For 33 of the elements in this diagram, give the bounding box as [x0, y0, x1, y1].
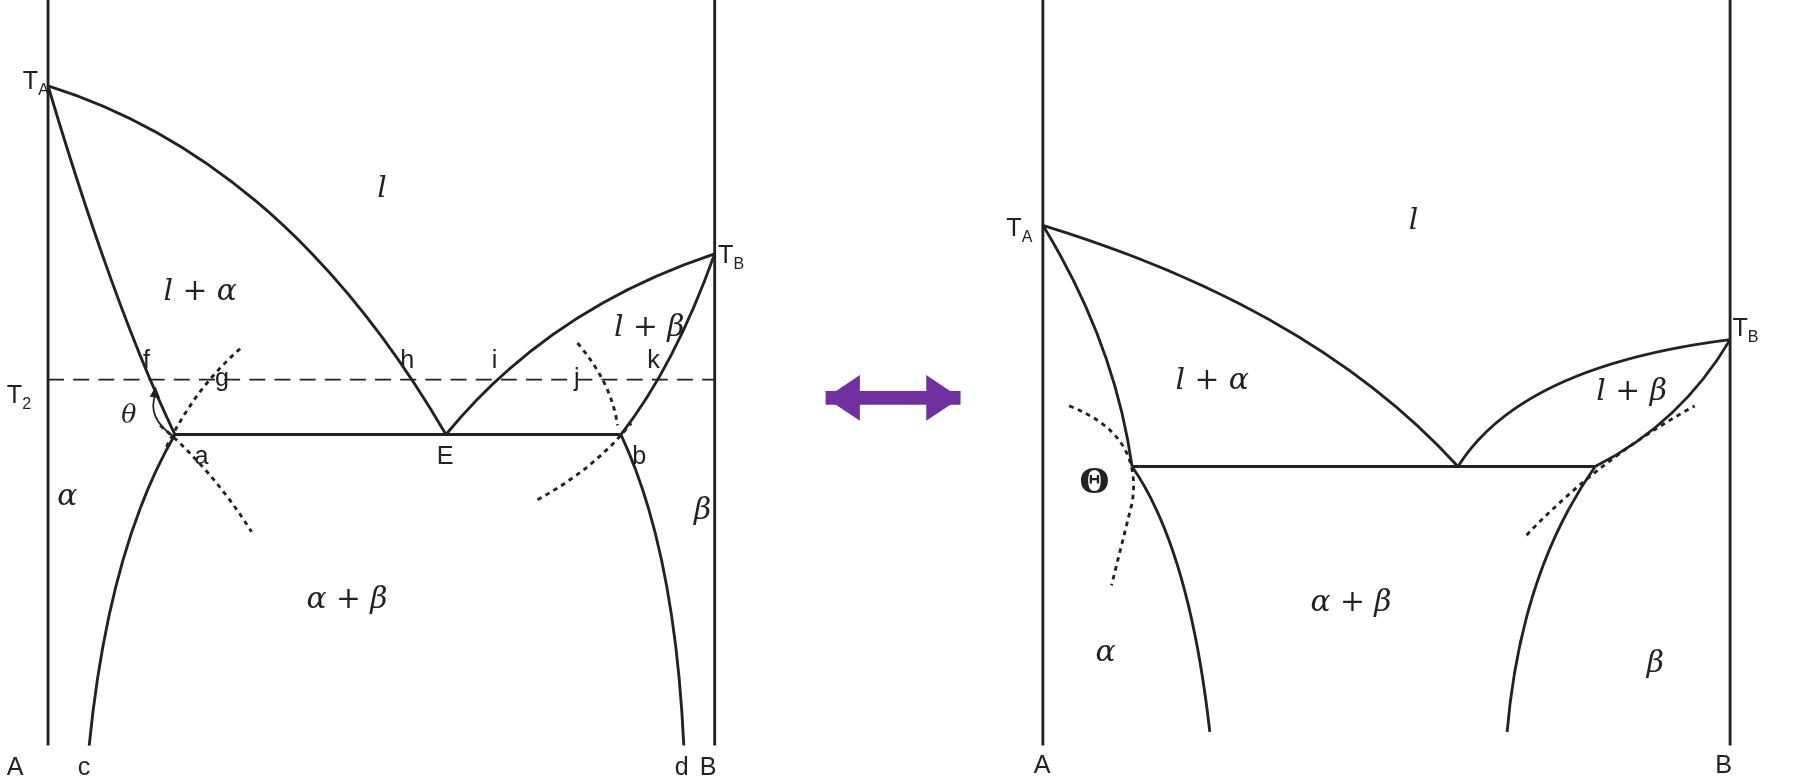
point-label: g	[215, 365, 229, 392]
axis-label: A	[6, 754, 24, 780]
axis-label: c	[77, 754, 91, 780]
phase-label: α	[1095, 635, 1116, 666]
axis-label: B	[1715, 752, 1733, 778]
phase-label: l + β	[614, 311, 685, 341]
angle-label: θ	[121, 402, 137, 428]
double-arrow	[825, 375, 961, 421]
axis-label: T$_{B}$	[718, 242, 745, 272]
axis-label: A	[1033, 752, 1051, 778]
axis-label: T$_{A}$	[1006, 215, 1033, 244]
point-label: i	[491, 347, 498, 373]
axis-label: B	[699, 754, 717, 780]
point-label: a	[194, 443, 209, 469]
angle-label: Θ	[1079, 464, 1110, 499]
phase-label: α	[57, 480, 78, 510]
phase-label: β	[1646, 647, 1664, 677]
point-label: k	[647, 347, 660, 373]
axis-label: T$_{B}$	[1732, 315, 1759, 345]
axis-label: T$_{2}$	[6, 381, 32, 411]
phase-label: l + α	[1175, 363, 1249, 394]
point-label: f	[142, 347, 150, 373]
phase-label: β	[694, 494, 712, 524]
phase-label: α + β	[306, 583, 388, 613]
point-label: j	[574, 365, 580, 392]
phase-label: l	[1408, 203, 1419, 234]
phase-label: l + α	[163, 274, 237, 305]
phase-label: l + β	[1596, 375, 1667, 405]
phase-label: α + β	[1310, 585, 1392, 616]
axis-label: d	[674, 754, 689, 780]
point-label: E	[436, 443, 454, 469]
point-label: b	[632, 443, 647, 469]
phase-label: l	[377, 171, 387, 202]
